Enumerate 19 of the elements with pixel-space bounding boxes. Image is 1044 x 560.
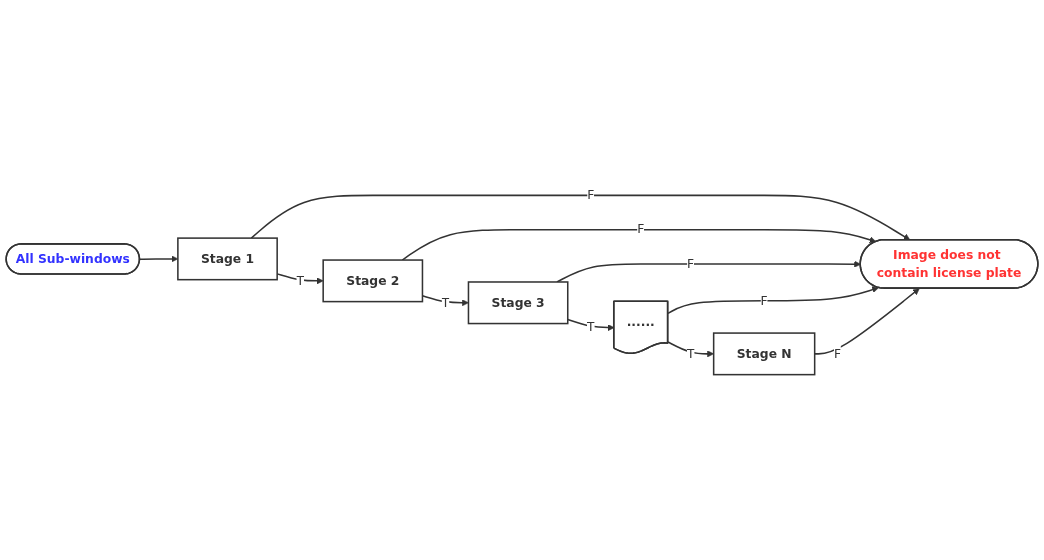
edge-label: T (586, 319, 595, 334)
edge-label: F (637, 221, 645, 237)
node-box: Stage 1 (177, 236, 278, 281)
edge-label: T (296, 272, 304, 288)
edge-label: F (760, 292, 768, 308)
arrow (667, 340, 714, 357)
node-box: Stage 2 (322, 258, 424, 302)
arrow (401, 228, 877, 261)
arrow (567, 318, 615, 331)
edge-label: F (687, 255, 695, 271)
arrow (667, 285, 879, 314)
arrow (250, 194, 911, 240)
node-box: Stage 3 (467, 280, 569, 324)
edge-label: F (833, 345, 841, 361)
edge-label: T (686, 345, 695, 361)
arrow (556, 260, 861, 283)
node-box: Stage N (712, 331, 816, 375)
edge-label: T (441, 294, 450, 310)
edge-label: F (587, 187, 595, 202)
